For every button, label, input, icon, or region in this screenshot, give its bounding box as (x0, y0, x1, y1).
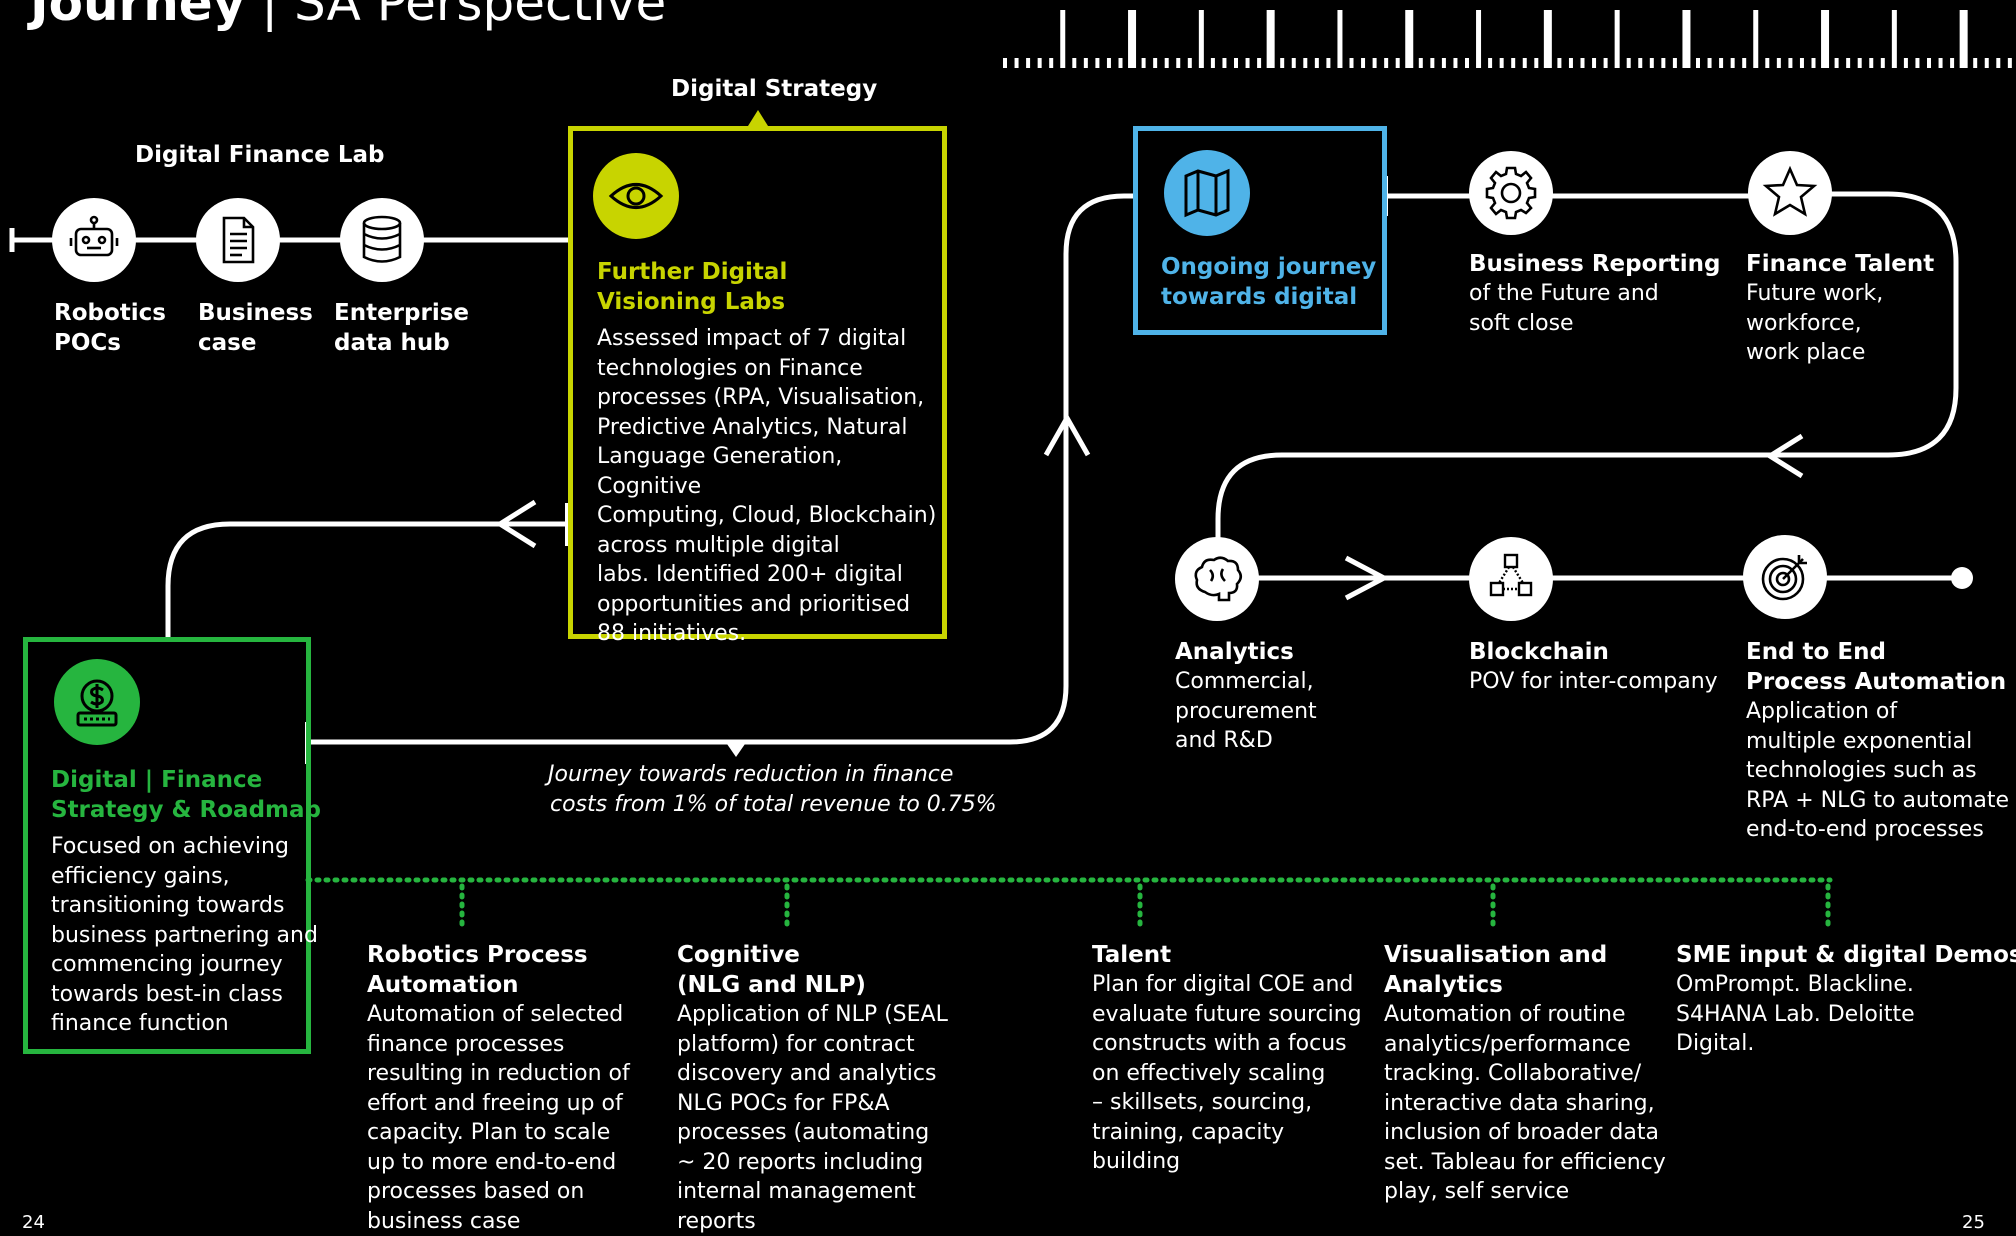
lab-heading: Digital Finance Lab (135, 142, 385, 168)
target-icon (1743, 535, 1827, 619)
journey-caption: Journey towards reduction in finance cos… (548, 762, 997, 817)
brain-icon (1175, 537, 1259, 621)
node-finance-talent: Finance Talent Future work,workforce,wor… (1746, 251, 1935, 365)
page-number-right: 25 (1962, 1212, 1985, 1233)
page-number-left: 24 (22, 1212, 45, 1233)
ruler-decoration (1003, 10, 2012, 68)
eye-icon (593, 153, 679, 239)
bottom-sme: SME input & digital Demos OmPrompt. Blac… (1676, 942, 2016, 1056)
digital-strategy-label: Digital Strategy (671, 76, 878, 102)
bottom-cognitive: Cognitive(NLG and NLP) Application of NL… (677, 942, 948, 1234)
document-icon (196, 198, 280, 282)
blocks-icon (1469, 537, 1553, 621)
title-light: SA Perspective (293, 0, 667, 32)
gear-icon (1469, 151, 1553, 235)
title-bold: Journey (30, 0, 246, 32)
robot-icon (52, 198, 136, 282)
page-title: Journey | SA Perspective (30, 0, 666, 32)
title-separator: | (261, 0, 279, 32)
database-icon (340, 198, 424, 282)
star-icon (1748, 151, 1832, 235)
map-icon (1164, 150, 1250, 236)
node-blockchain: Blockchain POV for inter-company (1469, 639, 1718, 694)
money-icon (54, 659, 140, 745)
